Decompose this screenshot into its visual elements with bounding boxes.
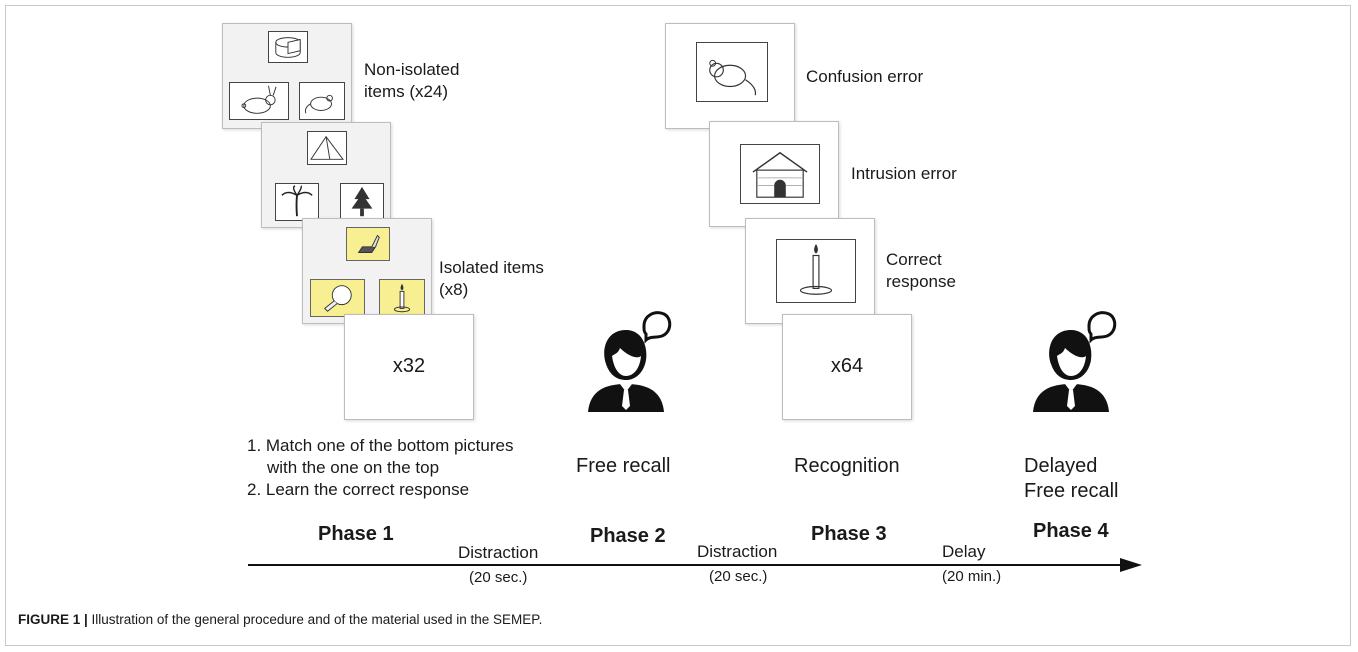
delay-duration: (20 min.) (942, 568, 1002, 585)
phase-3-title: Phase 3 (811, 523, 887, 545)
fir-tree-picture (340, 183, 384, 221)
timeline-arrow (248, 558, 1142, 572)
palm-tree-icon (281, 185, 313, 217)
correct-response-card (745, 218, 875, 324)
nonisolated-card-1 (222, 23, 352, 129)
phase-4-title: Phase 4 (1033, 520, 1109, 542)
distraction-duration-2: (20 sec.) (709, 568, 768, 585)
distraction-label-1: Distraction (458, 543, 539, 562)
trial-count-card-phase1: x32 (344, 314, 474, 420)
distraction-duration-1: (20 sec.) (469, 569, 528, 586)
lighter-icon (357, 234, 380, 253)
instruction-1: 1. Match one of the bottom pictures (247, 436, 514, 455)
palm-tree-picture (275, 183, 319, 221)
confusion-error-card (665, 23, 795, 129)
confusion-error-label: Confusion error (806, 67, 924, 86)
mouse-icon (709, 59, 757, 96)
isolated-items-label: Isolated items (x8) (439, 258, 544, 299)
figure-caption: FIGURE 1 | Illustration of the general p… (18, 612, 542, 627)
caption-text: Illustration of the general procedure an… (87, 612, 543, 627)
figure: x32 Non-isolated items (x24) Isolated it… (5, 5, 1351, 646)
phase-2-title: Phase 2 (590, 525, 666, 547)
cheese-picture (268, 31, 308, 63)
candle-picture-small (379, 279, 425, 317)
person-speaking-icon-phase2 (588, 311, 672, 412)
intrusion-error-label: Intrusion error (851, 164, 957, 183)
delay-label: Delay (942, 542, 986, 561)
correct-response-label: Correct response (886, 250, 956, 291)
mouse-icon (305, 94, 333, 114)
phase-1-title: Phase 1 (318, 523, 394, 545)
candle-icon (393, 283, 411, 313)
distraction-label-2: Distraction (697, 542, 778, 561)
arrow-head-icon (1120, 558, 1142, 572)
nonisolated-card-2 (261, 122, 391, 228)
pyramid-picture (307, 131, 347, 165)
mouse-picture (696, 42, 768, 102)
trial-count-phase1: x32 (392, 355, 426, 377)
mouse-picture-small (299, 82, 345, 120)
lighter-picture (346, 227, 390, 261)
instruction-1-continued: with the one on the top (267, 458, 440, 477)
fir-tree-icon (351, 186, 373, 217)
trial-count-phase3: x64 (830, 355, 864, 377)
candle-picture (776, 239, 856, 303)
person-speaking-icon-phase4 (1033, 311, 1117, 412)
trial-count-card-phase3: x64 (782, 314, 912, 420)
figure-number: FIGURE 1 | (18, 612, 88, 627)
intrusion-error-card (709, 121, 839, 227)
recognition-label: Recognition (794, 455, 900, 477)
candle-icon (799, 243, 833, 295)
nonisolated-items-label: Non-isolated items (x24) (364, 60, 460, 101)
free-recall-label: Free recall (576, 455, 671, 477)
doghouse-picture (740, 144, 820, 204)
doghouse-icon (752, 151, 808, 198)
pyramid-icon (310, 135, 344, 160)
free-recall-delayed-label: Free recall (1024, 480, 1119, 502)
delayed-label: Delayed (1024, 455, 1098, 477)
light-bulb-picture (310, 279, 365, 317)
rabbit-icon (241, 85, 277, 114)
isolated-card (302, 218, 432, 324)
light-bulb-icon (324, 285, 352, 312)
cheese-icon (275, 37, 301, 58)
rabbit-picture (229, 82, 289, 120)
instruction-2: 2. Learn the correct response (247, 480, 470, 499)
